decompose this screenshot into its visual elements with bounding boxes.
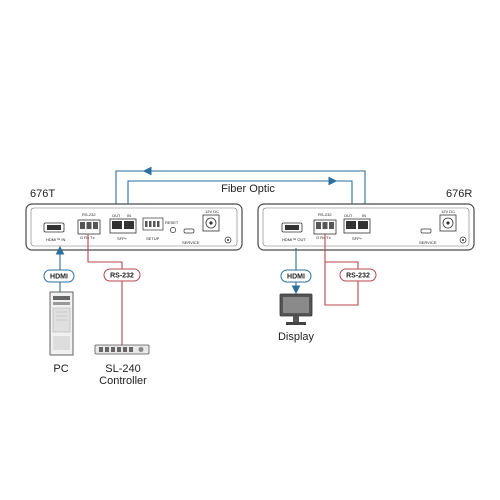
sfp-out-label-676r: OUT xyxy=(344,213,353,218)
controller-icon xyxy=(94,344,150,355)
fiber-optic-link: Fiber Optic xyxy=(115,166,366,210)
rs232-tag-left-text: RS-232 xyxy=(110,273,134,280)
reset-button: RESET xyxy=(165,220,179,233)
hdmi-cable-display: HDMI xyxy=(280,248,312,295)
rs232-tag-left xyxy=(103,268,141,282)
fiber-optic-label: Fiber Optic xyxy=(221,183,275,195)
hdmi-tag-right-text: HDMI xyxy=(287,274,305,281)
hdmi-tag-left-text: HDMI xyxy=(50,274,68,281)
controller-label-line1: SL-240 xyxy=(105,363,140,375)
rs232-pins-676r: G Rx Tx xyxy=(316,235,331,240)
hdmi-in-port: HDMI™ IN xyxy=(43,222,65,242)
model-label-676t: 676T xyxy=(30,188,55,200)
rs232-label-676t: RS-232 xyxy=(82,212,96,217)
pc-label: PC xyxy=(53,363,68,375)
rs232-cable-right: RS-232 xyxy=(324,234,377,306)
service-port-676t: SERVICE xyxy=(182,228,200,245)
device-676t: 676T HDMI™ IN RS-232 G Rx Tx OUT IN SFP+ xyxy=(25,188,243,251)
rs232-label-676r: RS-232 xyxy=(318,212,332,217)
controller-label-line2: Controller xyxy=(99,375,147,387)
hdmi-tag-left xyxy=(43,269,75,283)
rs232-terminal-676t: RS-232 G Rx Tx xyxy=(77,212,101,240)
sfp-port-676r: OUT IN SFP+ xyxy=(343,213,371,241)
sfp-out-label-676t: OUT xyxy=(112,213,121,218)
rs232-pins-676t: G Rx Tx xyxy=(80,235,95,240)
hdmi-cable-pc: HDMI xyxy=(43,245,75,292)
power-jack-676t: 12V DC xyxy=(202,209,232,244)
sfp-label-676t: SFP+ xyxy=(117,236,128,241)
hdmi-in-label: HDMI™ IN xyxy=(46,237,65,242)
sfp-in-label-676r: IN xyxy=(362,213,366,218)
sfp-port-676t: OUT IN SFP+ xyxy=(109,213,137,241)
sfp-in-label-676t: IN xyxy=(127,213,131,218)
setup-label: SETUP xyxy=(146,236,160,241)
service-port-676r: SERVICE xyxy=(419,228,437,245)
device-676r: 676R HDMI™ OUT RS-232 G Rx Tx OUT IN SFP… xyxy=(257,188,475,251)
service-label-676r: SERVICE xyxy=(419,240,437,245)
display-label: Display xyxy=(278,331,315,343)
power-label-676t: 12V DC xyxy=(205,209,219,214)
sfp-label-676r: SFP+ xyxy=(352,236,363,241)
rs232-tag-right-text: RS-232 xyxy=(346,273,370,280)
hdmi-tag-right xyxy=(280,269,312,283)
model-label-676r: 676R xyxy=(446,188,472,200)
power-label-676r: 12V DC xyxy=(441,209,455,214)
reset-label: RESET xyxy=(165,220,179,225)
hdmi-out-label: HDMI™ OUT xyxy=(282,237,306,242)
rs232-terminal-676r: RS-232 G Rx Tx xyxy=(313,212,337,240)
power-jack-676r: 12V DC xyxy=(439,209,467,244)
setup-dip-switches: SETUP xyxy=(142,217,164,241)
service-label-676t: SERVICE xyxy=(182,240,200,245)
pc-icon xyxy=(49,291,74,356)
rs232-tag-right xyxy=(339,268,377,282)
rs232-cable-controller: RS-232 xyxy=(87,234,141,345)
hdmi-out-port: HDMI™ OUT xyxy=(281,222,306,242)
display-icon xyxy=(279,293,313,325)
